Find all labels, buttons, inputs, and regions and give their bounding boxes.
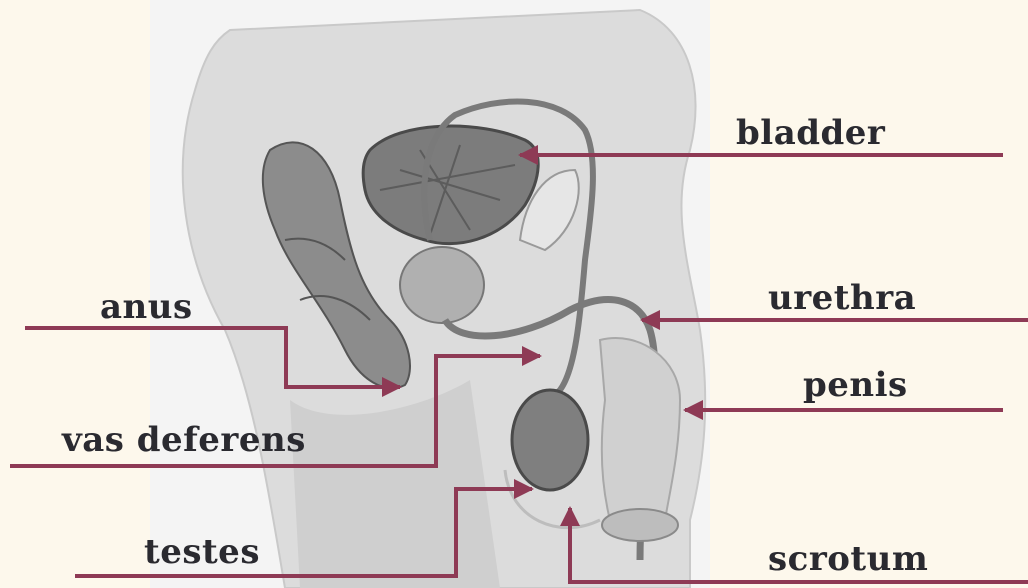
label-testes: testes xyxy=(144,535,260,569)
label-penis: penis xyxy=(803,368,908,402)
testis-organ xyxy=(512,390,588,490)
penis-organ xyxy=(600,338,680,520)
glans xyxy=(602,509,678,541)
label-urethra: urethra xyxy=(768,281,916,315)
label-vas-deferens: vas deferens xyxy=(62,423,306,457)
label-scrotum: scrotum xyxy=(768,542,928,576)
label-bladder: bladder xyxy=(736,116,885,150)
label-anus: anus xyxy=(100,290,193,324)
prostate xyxy=(400,247,484,323)
